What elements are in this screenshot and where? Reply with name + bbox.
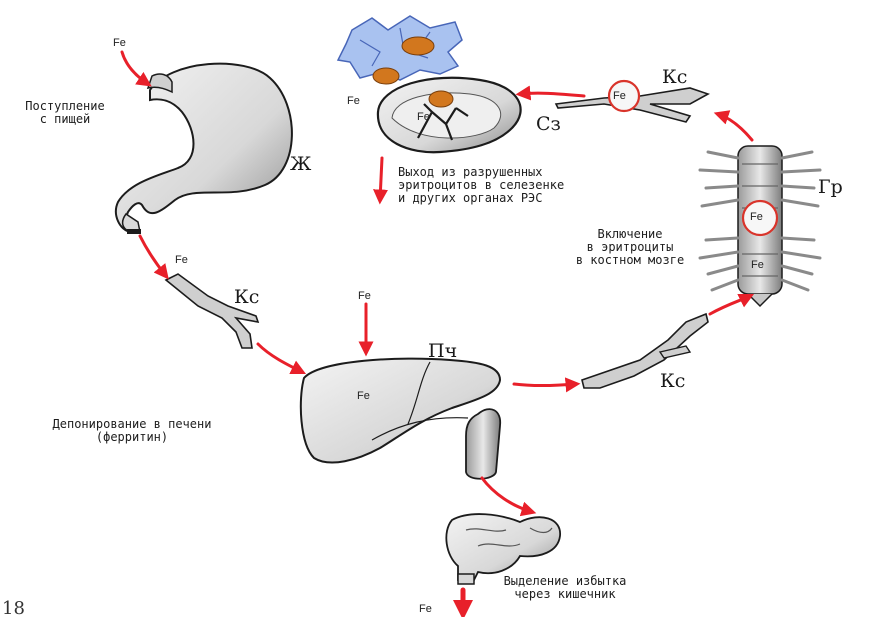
iron-flow-arrows — [120, 50, 755, 617]
caption-marrow-inclusion: Включение в эритроциты в костном мозге — [560, 228, 700, 267]
arrow-vessel-to-marrow — [708, 293, 755, 316]
fe-label-liver-in: Fe — [358, 290, 371, 302]
caption-spleen-line-2: эритроцитов в селезенке — [398, 178, 565, 192]
label-stomach: Ж — [290, 153, 312, 175]
arrow-stomach-to-vessel — [138, 234, 169, 280]
caption-spleen-line-1: Выход из разрушенных — [398, 165, 543, 179]
fe-label-excretion: Fe — [419, 603, 432, 615]
label-spleen: Сз — [536, 113, 561, 135]
label-liver: Пч — [428, 340, 458, 362]
caption-intake-line-2: с пищей — [39, 112, 91, 126]
caption-liver-line-1: Депонирование в печени — [52, 417, 212, 431]
fe-label-stomach-out: Fe — [175, 254, 188, 266]
gallbladder-icon — [465, 408, 502, 480]
arrow-intake — [120, 50, 152, 87]
label-bone: Гр — [818, 176, 843, 198]
caption-marrow-line-1: Включение — [597, 227, 663, 241]
fe-label-spleen: Fe — [417, 111, 430, 123]
spleen-icon — [376, 76, 522, 154]
page-number-fragment: 18 — [2, 598, 25, 619]
caption-liver-storage: Депонирование в печени (ферритин) — [44, 418, 220, 444]
intestine-icon — [445, 513, 561, 585]
label-vessel-left: Кс — [234, 286, 260, 308]
caption-liver-line-2: (ферритин) — [95, 430, 169, 444]
arrow-spleen-out — [373, 156, 388, 205]
vertebral-column-icon — [698, 145, 822, 308]
caption-intake-line-1: Поступление — [25, 99, 105, 113]
fe-label-marrow-lower: Fe — [751, 259, 764, 271]
arrow-liver-to-vessel — [512, 377, 581, 393]
fe-label-erythrocyte: Fe — [347, 95, 360, 107]
arrow-marrow-to-vessel — [713, 110, 754, 142]
label-vessel-upper: Кс — [662, 66, 688, 88]
caption-spleen-line-3: и других органах РЭС — [398, 191, 543, 205]
arrow-vessel-to-liver — [256, 342, 307, 375]
fe-label-marrow: Fe — [750, 211, 763, 223]
fe-label-upper-vessel: Fe — [613, 90, 626, 102]
caption-excretion-line-1: Выделение избытка — [503, 574, 627, 588]
caption-excretion: Выделение избытка через кишечник — [490, 575, 640, 601]
caption-spleen-release: Выход из разрушенных эритроцитов в селез… — [398, 166, 564, 205]
blood-vessel-icon — [164, 79, 710, 389]
caption-intake: Поступление с пищей — [10, 100, 120, 126]
liver-icon — [299, 357, 502, 464]
arrow-gallbladder-to-intestine — [480, 476, 537, 517]
stomach-icon — [114, 62, 293, 234]
caption-marrow-line-3: в костном мозге — [575, 253, 685, 267]
erythrocytes-icon — [336, 15, 463, 85]
fe-label-intake: Fe — [113, 37, 126, 49]
caption-marrow-line-2: в эритроциты — [586, 240, 674, 254]
caption-excretion-line-2: через кишечник — [514, 587, 616, 601]
label-vessel-right: Кс — [660, 370, 686, 392]
fe-label-liver: Fe — [357, 390, 370, 402]
arrow-vessel-to-spleen — [515, 85, 586, 101]
